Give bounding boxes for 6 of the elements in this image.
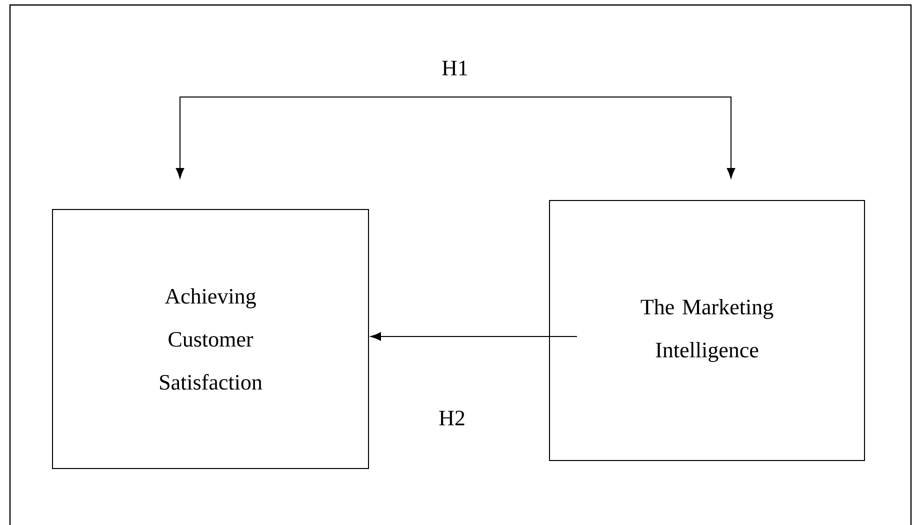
arrow <box>370 332 578 341</box>
arrow <box>176 96 736 178</box>
concept-box: The Marketing Intelligence <box>549 200 865 461</box>
edge-label: H2 <box>438 410 466 426</box>
edge-label: H1 <box>440 60 470 76</box>
concept-box: Achieving Customer Satisfaction <box>52 209 369 469</box>
